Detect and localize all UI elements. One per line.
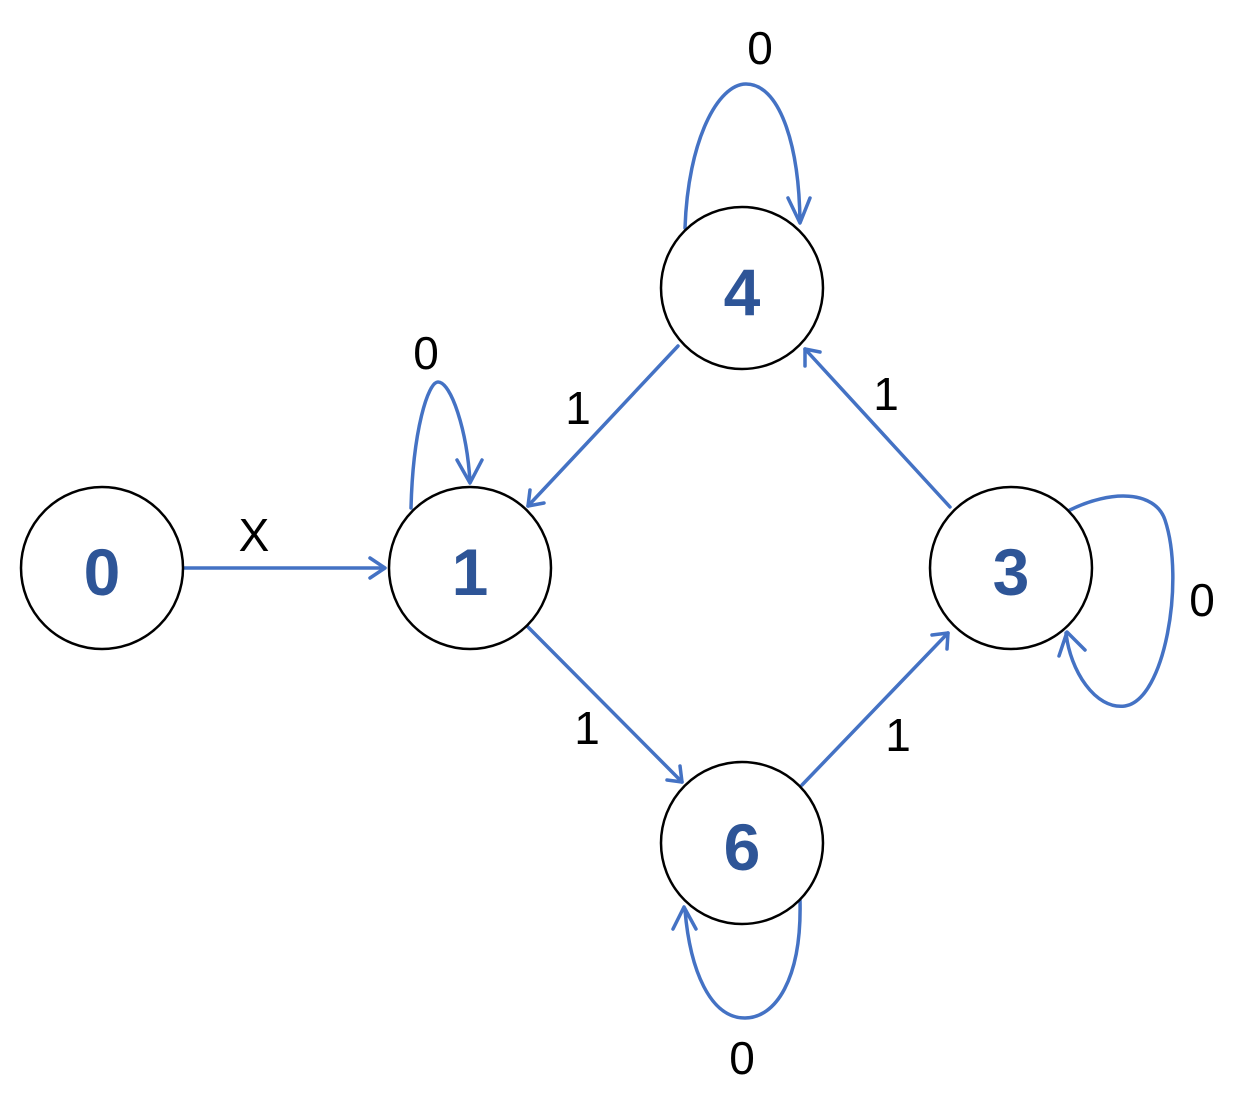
- edge-labels: X 0 0 1 1 0 1 1 0: [239, 22, 1215, 1084]
- state-label-0: 0: [84, 535, 121, 609]
- state-node-4: 4: [659, 205, 825, 371]
- edge-3-self-loop: [1057, 494, 1175, 708]
- edge-1-to-6: [526, 625, 684, 784]
- edge-label-3-to-4: 1: [873, 368, 899, 420]
- edge-label-4-to-1: 1: [565, 382, 591, 434]
- state-node-0: 0: [19, 485, 185, 651]
- state-label-6: 6: [724, 810, 761, 884]
- edge-6-self-loop: [671, 898, 802, 1020]
- state-node-3: 3: [928, 485, 1094, 651]
- edges: [180, 82, 1175, 1020]
- edge-label-6-to-3: 1: [885, 709, 911, 761]
- edge-4-self-loop: [683, 82, 812, 230]
- edge-4-to-1: [526, 344, 680, 508]
- edge-label-1-to-6: 1: [574, 702, 600, 754]
- edge-0-to-1: [180, 556, 387, 580]
- edge-3-to-4: [803, 347, 952, 509]
- state-label-4: 4: [724, 255, 761, 329]
- state-node-6: 6: [659, 760, 825, 926]
- edge-label-3-self-loop: 0: [1189, 574, 1215, 626]
- nodes: 0 1 4 3 6: [19, 205, 1094, 926]
- state-label-1: 1: [452, 535, 489, 609]
- edge-label-6-self-loop: 0: [729, 1032, 755, 1084]
- edge-1-self-loop: [409, 380, 484, 510]
- edge-6-to-3: [800, 631, 950, 787]
- edge-label-0-to-1: X: [239, 509, 270, 561]
- edge-label-4-self-loop: 0: [747, 22, 773, 74]
- state-label-3: 3: [993, 535, 1030, 609]
- edge-label-1-self-loop: 0: [413, 327, 439, 379]
- state-node-1: 1: [387, 485, 553, 651]
